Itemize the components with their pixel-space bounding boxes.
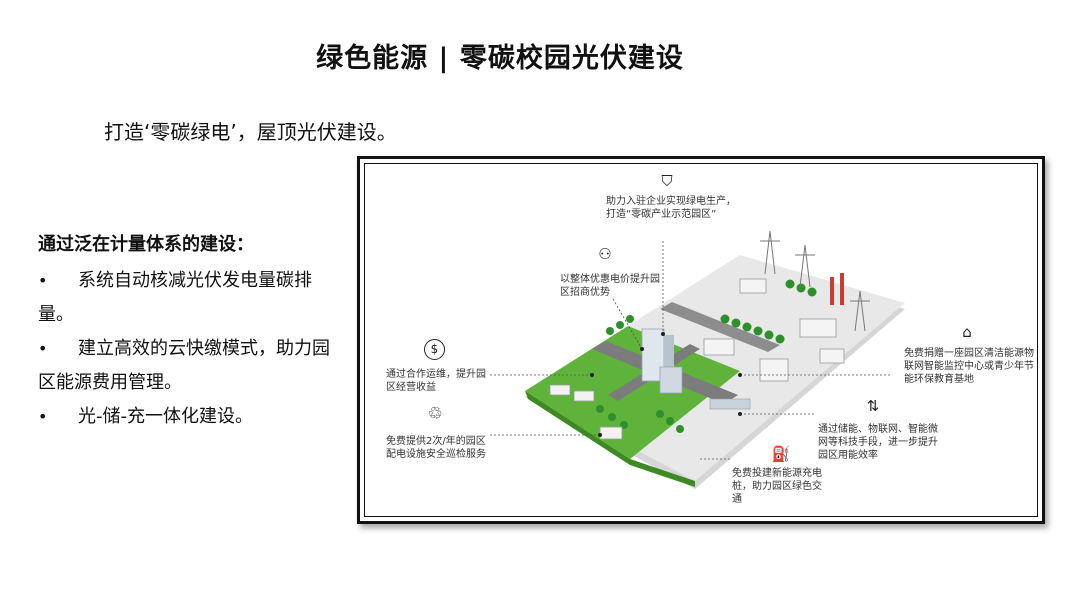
grass-edge bbox=[525, 391, 695, 487]
bullet-item: •系统自动核减光伏发电量碳排量。 bbox=[38, 264, 338, 332]
bullet-text: 建立高效的云快缴模式，助力园区能源费用管理。 bbox=[38, 338, 330, 393]
tree-row bbox=[596, 279, 817, 433]
bullet-item: • 光-储-充一体化建设。 bbox=[38, 400, 338, 434]
annotation-preferential: 以整体优惠电价提升园区招商优势 bbox=[560, 274, 660, 298]
frame-inner-border bbox=[364, 163, 1038, 517]
recycle-icon: ♲ bbox=[427, 404, 443, 424]
bullet-item: •建立高效的云快缴模式，助力园区能源费用管理。 bbox=[38, 332, 338, 400]
house-icon: ⌂ bbox=[962, 323, 972, 341]
buildings bbox=[549, 273, 845, 440]
left-text-block: 通过泛在计量体系的建设： •系统自动核减光伏发电量碳排量。 •建立高效的云快缴模… bbox=[38, 230, 338, 434]
slide-title: 绿色能源 | 零碳校园光伏建设 bbox=[316, 43, 684, 74]
left-heading: 通过泛在计量体系的建设： bbox=[38, 234, 254, 255]
grass-area bbox=[525, 326, 740, 459]
annotation-inspection: 免费提供2次/年的园区配电设施安全巡检服务 bbox=[386, 436, 486, 460]
illustration-frame: ⛉ 助力入驻企业实现绿电生产，打造“零碳产业示范园区” ⚇ 以整体优惠电价提升园… bbox=[357, 156, 1045, 524]
charging-station-icon: ⛽ bbox=[771, 445, 791, 463]
bullet-text: 光-储-充一体化建设。 bbox=[78, 406, 253, 427]
battery-arrows-icon: ⇅ bbox=[866, 397, 880, 415]
star-shield-icon: ⛉ bbox=[661, 172, 673, 190]
bullet-dot: • bbox=[38, 339, 48, 358]
campus-illustration bbox=[490, 230, 905, 489]
power-pylons bbox=[760, 230, 870, 332]
road-upper bbox=[660, 302, 780, 352]
connector-dots bbox=[590, 332, 742, 437]
person-plus-icon: ⚇ bbox=[598, 245, 612, 263]
slide-subtitle: 打造‘零碳绿电’，屋顶光伏建设。 bbox=[104, 120, 397, 144]
annotation-charging: 免费投建新能源充电桩，助力园区绿色交通 bbox=[732, 468, 822, 505]
annotation-efficiency: 通过储能、物联网、智能微网等科技手段，进一步提升园区用能效率 bbox=[818, 424, 938, 461]
connector-lines bbox=[490, 241, 890, 460]
dollar-icon: $ bbox=[424, 339, 445, 360]
annotation-donation: 免费捐赠一座园区清洁能源物联网智能监控中心或青少年节能环保教育基地 bbox=[904, 348, 1034, 385]
bullet-dot: • bbox=[38, 271, 48, 290]
bullet-dot: • bbox=[38, 407, 48, 426]
annotation-operation: 通过合作运维，提升园区经营收益 bbox=[386, 369, 486, 393]
bullet-text: 系统自动核减光伏发电量碳排量。 bbox=[38, 270, 312, 325]
annotation-top: 助力入驻企业实现绿电生产，打造“零碳产业示范园区” bbox=[606, 196, 736, 220]
